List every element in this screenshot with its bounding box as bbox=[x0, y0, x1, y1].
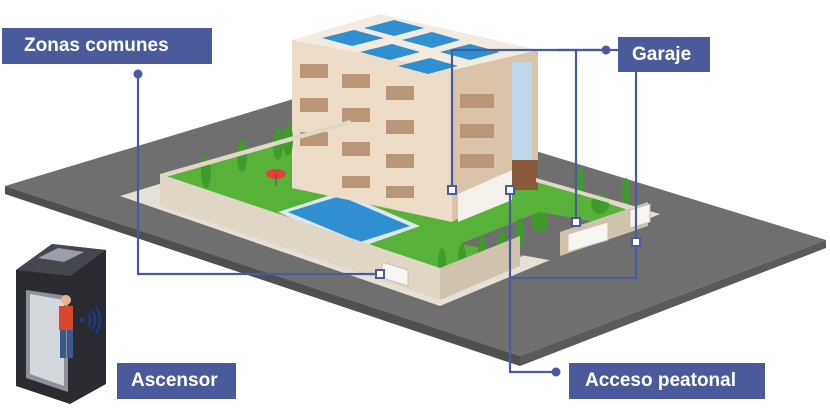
perimeter-wall bbox=[160, 120, 648, 300]
elevator-cabin-icon bbox=[16, 244, 106, 404]
apartment-building bbox=[292, 14, 538, 222]
garaje-label: Garaje bbox=[618, 37, 710, 72]
acceso-peatonal-label: Acceso peatonal bbox=[569, 363, 765, 399]
wireless-access-icon bbox=[79, 305, 102, 335]
zonas-comunes-label: Zonas comunes bbox=[2, 28, 212, 64]
anchor-points bbox=[375, 185, 641, 279]
ascensor-label: Ascensor bbox=[117, 363, 236, 399]
connector-dots bbox=[133, 45, 611, 377]
connector-lines bbox=[136, 48, 638, 374]
parasol bbox=[266, 169, 286, 186]
trees bbox=[201, 124, 630, 276]
swimming-pool bbox=[278, 192, 420, 248]
